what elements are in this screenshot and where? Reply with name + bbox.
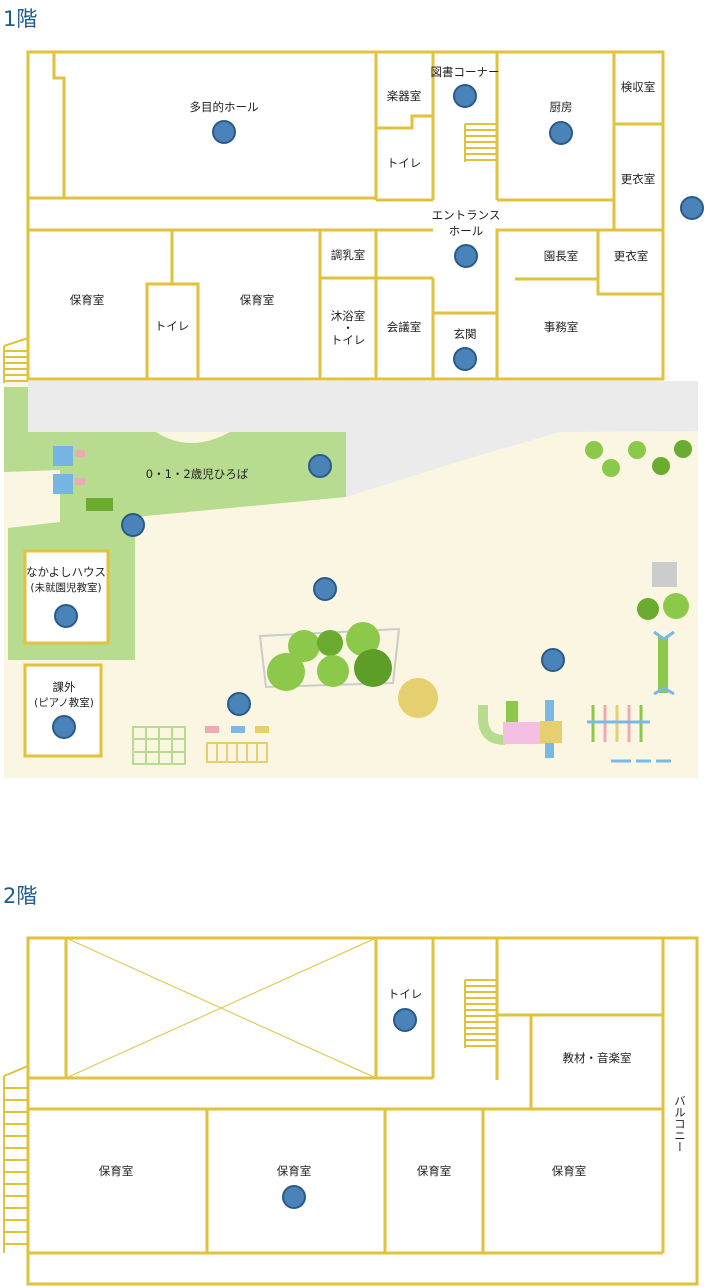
room-label: 沐浴室 <box>331 309 366 323</box>
room-label: ・ <box>342 321 354 335</box>
floor2-heading: 2階 <box>3 884 38 908</box>
room-label: ホール <box>449 224 484 238</box>
location-marker[interactable] <box>549 121 573 145</box>
room-label: 保育室 <box>240 293 275 307</box>
location-marker[interactable] <box>52 715 76 739</box>
seesaw <box>653 630 675 696</box>
floor2-map: トイレ 教材・音楽室 保育室 保育室 保育室 保育室 バルコニー <box>3 936 699 1286</box>
outside-stairs <box>3 337 29 383</box>
room-label: 保育室 <box>70 293 105 307</box>
location-marker[interactable] <box>308 454 332 478</box>
room-label: バルコニー <box>673 1095 687 1153</box>
bench <box>86 498 113 511</box>
floor1-map: 多目的ホール 楽器室 トイレ 図書コーナー 厨房 検収室 更衣室 エントランス … <box>3 50 704 778</box>
outdoor-label: (ピアノ教室) <box>34 696 94 709</box>
outdoor-label: (未就園児教室) <box>30 581 101 594</box>
room-label: 保育室 <box>277 1164 312 1178</box>
yard-paving <box>28 381 698 497</box>
storage-box <box>652 562 677 587</box>
room-label: エントランス <box>432 208 501 222</box>
room-label: 事務室 <box>544 320 579 334</box>
room-label: 調乳室 <box>331 248 366 262</box>
room-label: 更衣室 <box>614 249 649 263</box>
location-marker[interactable] <box>453 347 477 371</box>
climbing-frame <box>587 705 650 742</box>
room-label: 保育室 <box>552 1164 587 1178</box>
location-marker[interactable] <box>541 648 565 672</box>
room-label: トイレ <box>155 319 190 333</box>
location-marker[interactable] <box>282 1185 306 1209</box>
room-label: 教材・音楽室 <box>563 1051 632 1065</box>
floor2-walls <box>26 936 699 1286</box>
yellow-tree <box>398 678 438 718</box>
room-label: 更衣室 <box>621 172 656 186</box>
outdoor-label: 課外 <box>53 680 76 694</box>
room-label: トイレ <box>331 333 366 347</box>
play-mat <box>53 446 73 466</box>
jungle-gym <box>132 726 186 765</box>
kagai-building <box>23 663 103 758</box>
location-marker[interactable] <box>54 604 78 628</box>
location-marker[interactable] <box>212 120 236 144</box>
room-label: 検収室 <box>621 80 656 94</box>
play-mat <box>53 474 73 494</box>
location-marker[interactable] <box>393 1008 417 1032</box>
room-label: トイレ <box>387 156 422 170</box>
location-marker[interactable] <box>313 577 337 601</box>
slide-combo <box>478 700 562 758</box>
floor1-walls <box>26 50 665 381</box>
room-label: 会議室 <box>387 320 422 334</box>
bench-set <box>205 726 269 763</box>
location-marker[interactable] <box>453 84 477 108</box>
play-mat-accent <box>75 478 85 485</box>
floor1-heading: 1階 <box>3 7 38 31</box>
location-marker[interactable] <box>121 513 145 537</box>
right-trees <box>585 440 692 620</box>
plaza-label: 0・1・2歳児ひろば <box>146 467 249 481</box>
room-label: 保育室 <box>417 1164 452 1178</box>
room-label: 保育室 <box>99 1164 134 1178</box>
room-label: 図書コーナー <box>431 65 500 79</box>
location-marker[interactable] <box>227 692 251 716</box>
room-label: 玄関 <box>454 327 477 341</box>
floor2-stairs <box>464 979 497 1048</box>
room-label: 多目的ホール <box>190 100 259 114</box>
room-label: トイレ <box>388 987 423 1001</box>
floor2-outside-stairs <box>3 1065 29 1253</box>
location-marker[interactable] <box>454 244 478 268</box>
planter-trees <box>267 622 392 691</box>
library-stairs <box>464 123 497 162</box>
room-label: 厨房 <box>550 100 573 114</box>
room-label: 楽器室 <box>387 89 422 103</box>
outdoor-label: なかよしハウス <box>26 565 106 579</box>
location-marker[interactable] <box>680 196 704 220</box>
play-mat-accent <box>75 450 85 457</box>
room-label: 園長室 <box>544 249 579 263</box>
